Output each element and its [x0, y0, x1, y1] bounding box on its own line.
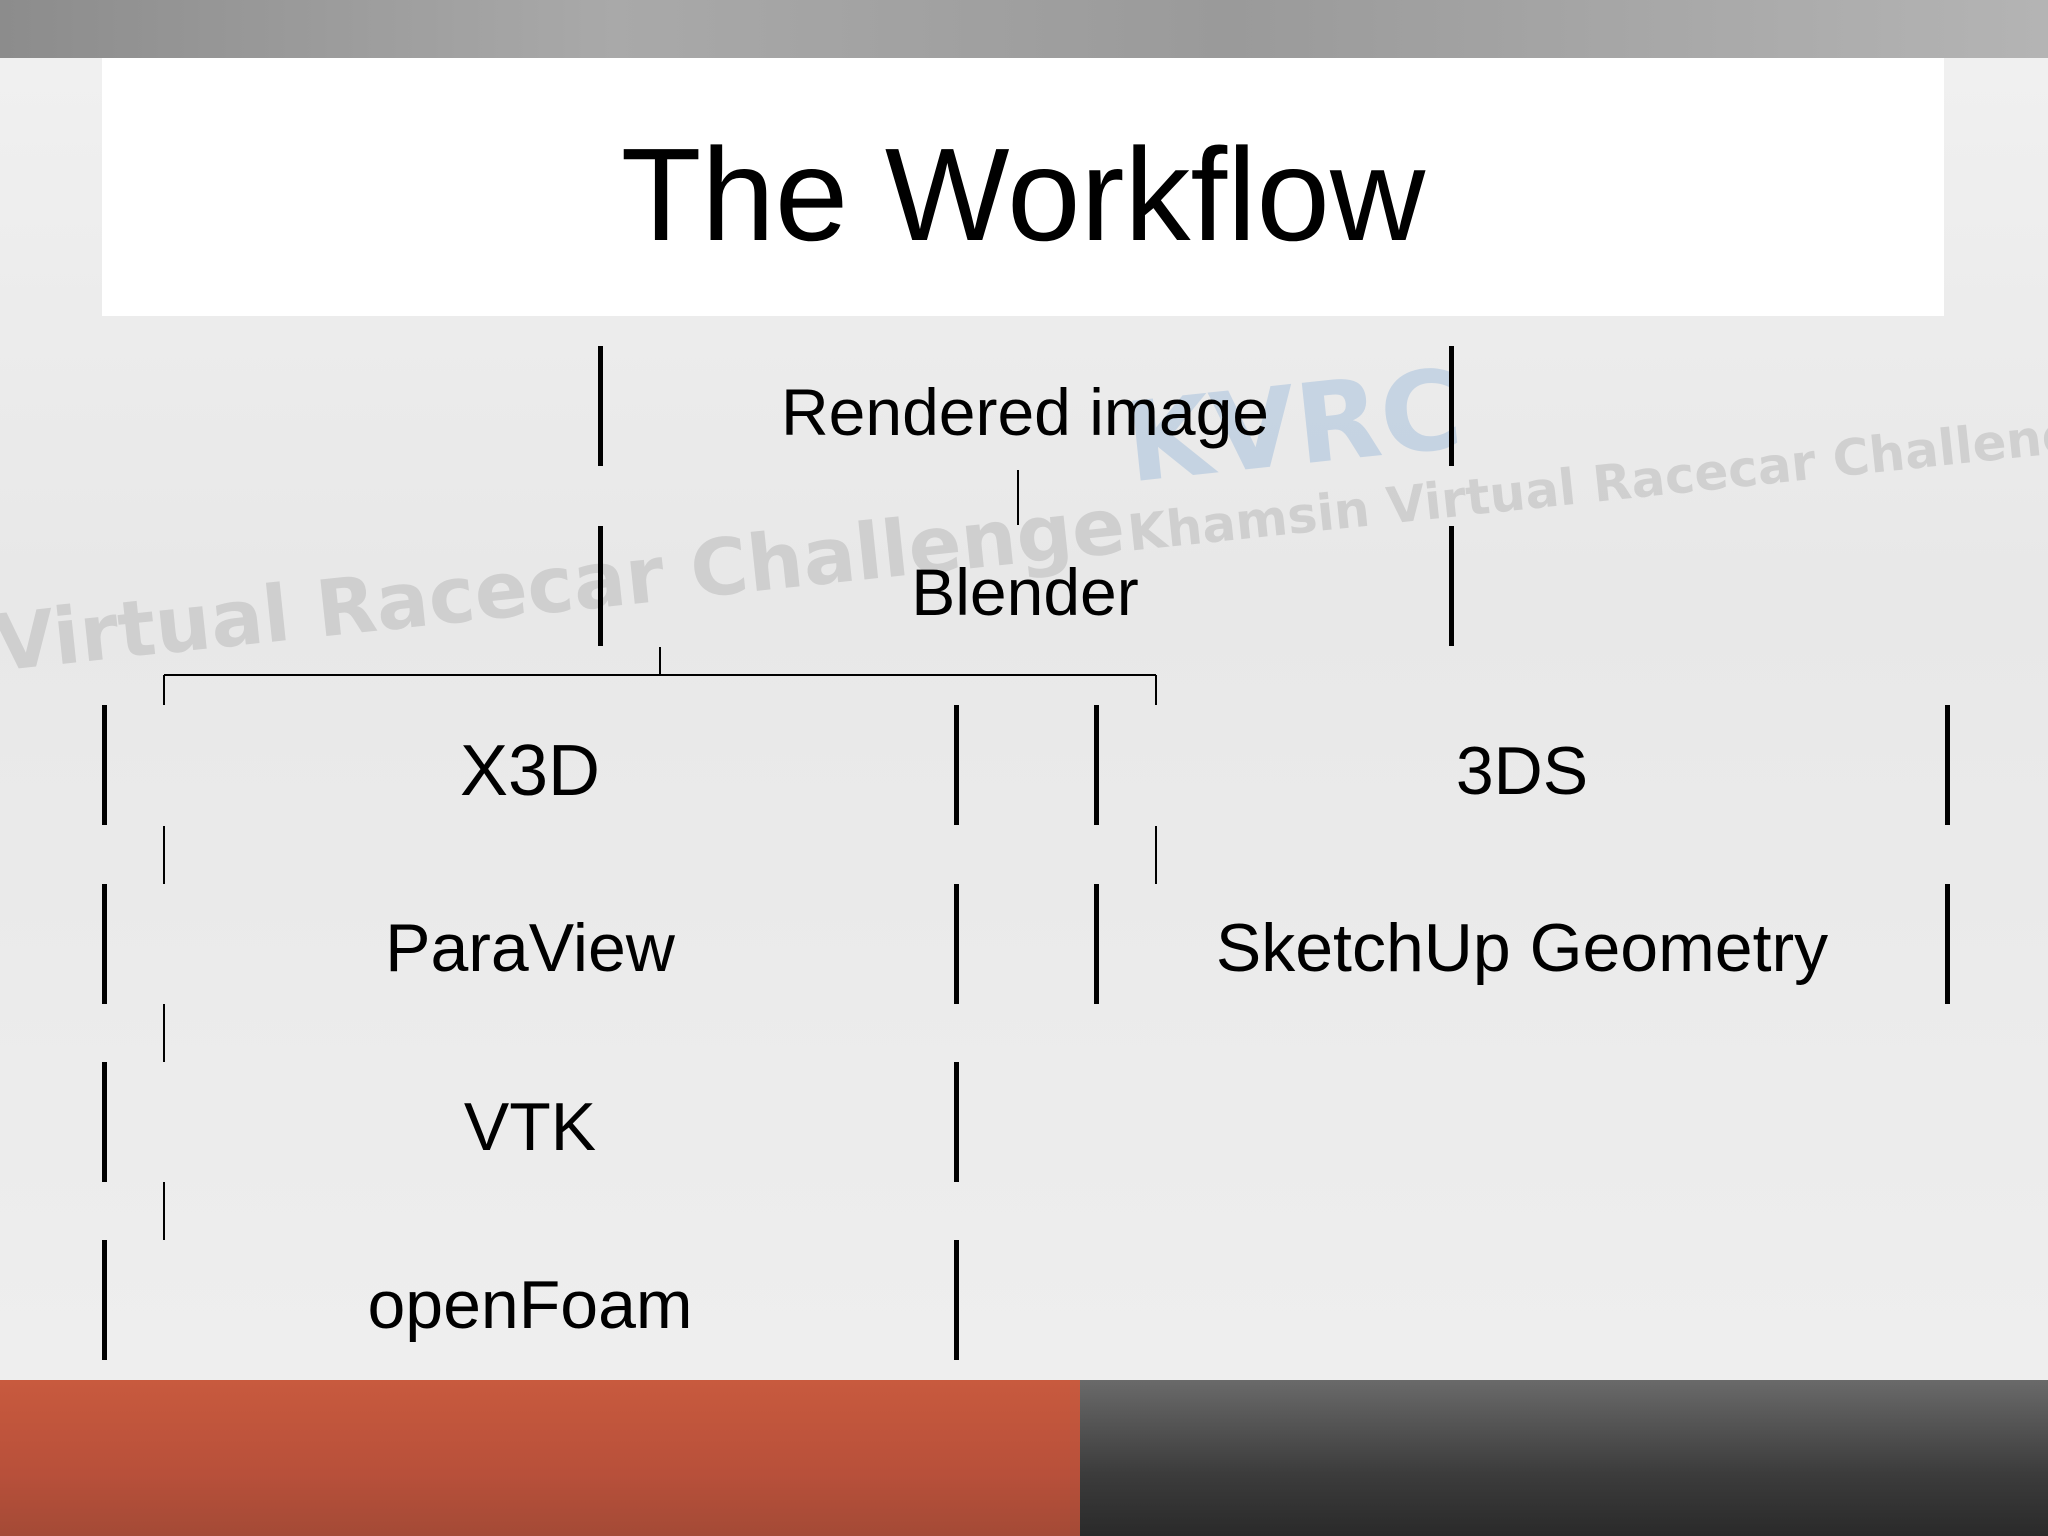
node-bracket-right [1945, 705, 1950, 825]
node-bracket-left [102, 1240, 107, 1360]
node-x3d: X3D [459, 731, 601, 811]
node-vtk: VTK [463, 1089, 597, 1165]
title-band [102, 58, 1944, 316]
node-bracket-right [954, 884, 959, 1004]
node-sketchup-geometry: SketchUp Geometry [1215, 910, 1829, 986]
node-bracket-right [1449, 526, 1454, 646]
node-paraview: ParaView [385, 910, 675, 986]
node-bracket-left [102, 705, 107, 825]
node-openfoam: openFoam [367, 1267, 693, 1343]
background-top-band [0, 0, 2048, 58]
node-bracket-left [598, 526, 603, 646]
node-bracket-right [1945, 884, 1950, 1004]
node-bracket-right [954, 705, 959, 825]
background-tarmac [1080, 1380, 2048, 1536]
node-bracket-right [954, 1062, 959, 1182]
node-rendered-image: Rendered image [781, 375, 1269, 449]
page-title: The Workflow [620, 121, 1426, 268]
node-bracket-right [954, 1240, 959, 1360]
node-bracket-left [1094, 884, 1099, 1004]
node-bracket-left [1094, 705, 1099, 825]
node-3ds: 3DS [1455, 733, 1589, 809]
connector-3d-formats-to-blender [163, 647, 1157, 705]
node-bracket-right [1449, 346, 1454, 466]
node-bracket-left [102, 884, 107, 1004]
node-blender: Blender [911, 555, 1139, 629]
node-bracket-left [102, 1062, 107, 1182]
node-bracket-left [598, 346, 603, 466]
